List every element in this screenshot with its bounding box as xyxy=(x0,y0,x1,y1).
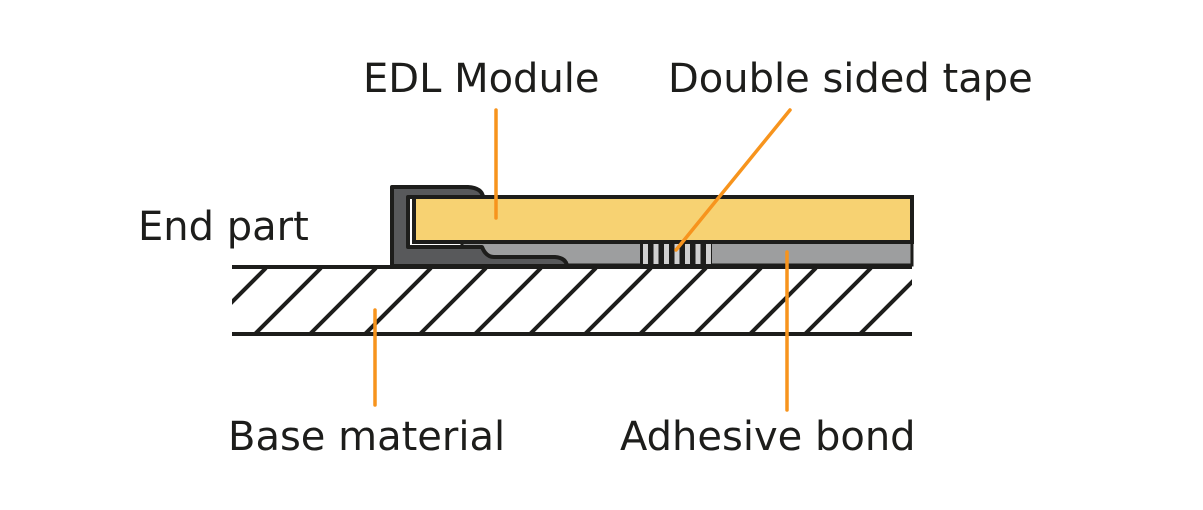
hatch-line xyxy=(693,268,763,334)
end-part-profile xyxy=(390,185,569,268)
label-edl-module: EDL Module xyxy=(363,56,600,102)
hatch-line xyxy=(803,268,873,334)
label-end-part: End part xyxy=(138,204,309,250)
hatch-line xyxy=(638,268,708,334)
hatch-line xyxy=(528,268,598,334)
tape-stripe xyxy=(695,244,701,264)
label-base-material: Base material xyxy=(228,414,505,460)
leader-double-sided-tape xyxy=(674,108,792,252)
tape-stripe xyxy=(664,244,669,264)
hatch-line xyxy=(473,268,543,334)
hatch-line xyxy=(858,279,912,334)
label-adhesive-bond: Adhesive bond xyxy=(620,414,916,460)
tape-stripe xyxy=(706,244,711,264)
tape-stripe xyxy=(674,244,680,264)
hatch-line xyxy=(253,268,323,334)
base-material xyxy=(232,265,981,336)
tape-stripe xyxy=(643,244,648,264)
hatch-line xyxy=(915,268,981,334)
double-sided-tape xyxy=(640,242,712,265)
hatch-line xyxy=(418,268,488,334)
hatch-line xyxy=(583,268,653,334)
tape-stripe xyxy=(685,244,690,264)
hatch-line xyxy=(748,268,818,334)
leader-lines xyxy=(373,108,792,412)
hatch-line xyxy=(232,268,268,305)
hatch-line xyxy=(308,268,378,334)
label-double-sided-tape: Double sided tape xyxy=(668,56,1033,102)
edl-module xyxy=(412,195,914,244)
tape-stripe xyxy=(653,244,659,264)
